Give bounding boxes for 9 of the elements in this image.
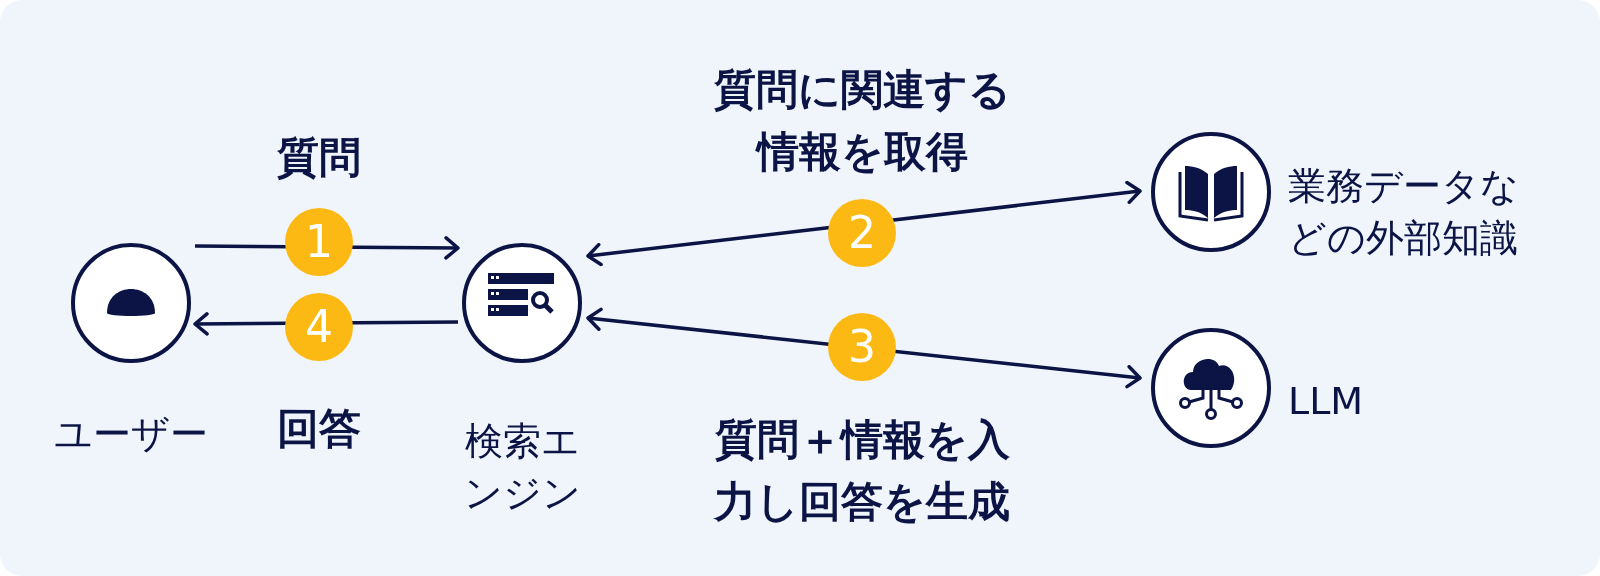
edge-label: 質問 <box>276 132 362 184</box>
node-label: LLM <box>1288 378 1365 425</box>
arrow <box>586 180 1142 267</box>
edge-label: 回答 <box>276 403 362 455</box>
edge-label: 質問＋情報を入力し回答を生成 <box>712 414 1011 528</box>
edge-label: 質問に関連する情報を取得 <box>712 64 1012 178</box>
node-label: ユーザー <box>53 411 209 458</box>
node-label: 検索エンジン <box>462 418 582 517</box>
node-label: 業務データなどの外部知識 <box>1288 163 1520 262</box>
